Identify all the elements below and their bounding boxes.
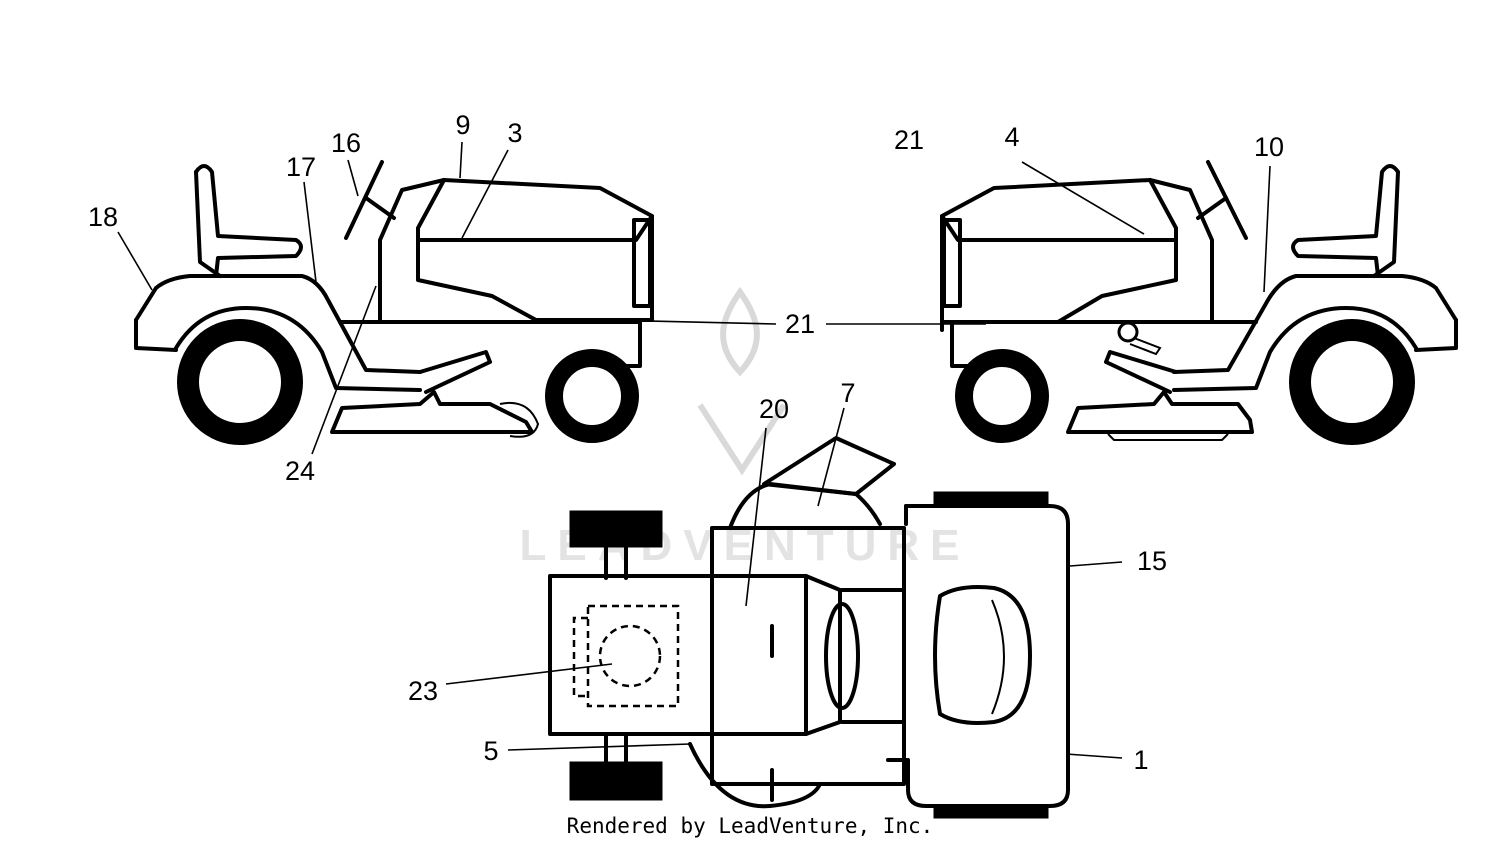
rear-fender-top [886,504,1070,808]
callout-23: 23 [408,676,438,706]
hood [940,178,1178,324]
left-side-view [134,160,654,445]
leader-lines [117,141,1271,759]
callout-21-center: 21 [785,309,815,339]
callout-3: 3 [507,118,522,148]
callout-17: 17 [286,152,316,182]
callout-7: 7 [840,378,855,408]
callout-21-top: 21 [894,125,924,155]
footrest [418,350,492,394]
footrest [1104,350,1178,394]
seat [1291,164,1400,278]
steering-wheel [344,160,384,240]
dash-panel [940,178,1214,332]
lever-knob [1117,321,1139,343]
callout-16: 16 [331,128,361,158]
flame-icon [720,286,760,377]
callout-24: 24 [285,456,315,486]
callout-labels: 18 17 16 9 3 24 21 21 4 10 20 7 15 23 5 … [88,110,1284,775]
rear-fender [134,274,422,374]
rear-tire-top [933,491,1049,507]
callout-18: 18 [88,202,118,232]
callout-15: 15 [1137,546,1167,576]
seat [194,164,303,278]
callout-1: 1 [1133,745,1148,775]
front-wheel [545,349,639,443]
front-tire-top [569,510,663,548]
rear-wheel [1289,319,1415,445]
hood [416,178,654,322]
front-wheel [955,349,1049,443]
seat-top [933,585,1032,725]
v-logo-icon [697,403,787,476]
front-tire-bottom [569,761,663,801]
callout-4: 4 [1004,122,1019,152]
callout-5: 5 [483,736,498,766]
engine-decal-outline [586,604,680,708]
rear-wheel [177,319,303,445]
top-view [548,436,1070,819]
rear-fender [1172,274,1458,374]
deck-top [728,482,882,530]
axle [604,545,628,764]
steering-wheel [1206,160,1248,240]
mower-deck [1066,390,1254,434]
right-side-view [940,160,1458,445]
callout-9: 9 [455,110,470,140]
callout-20: 20 [759,394,789,424]
dash-panel [378,178,654,322]
footer-credit: Rendered by LeadVenture, Inc. [566,814,934,838]
callout-10: 10 [1254,132,1284,162]
mower-deck [330,390,534,434]
